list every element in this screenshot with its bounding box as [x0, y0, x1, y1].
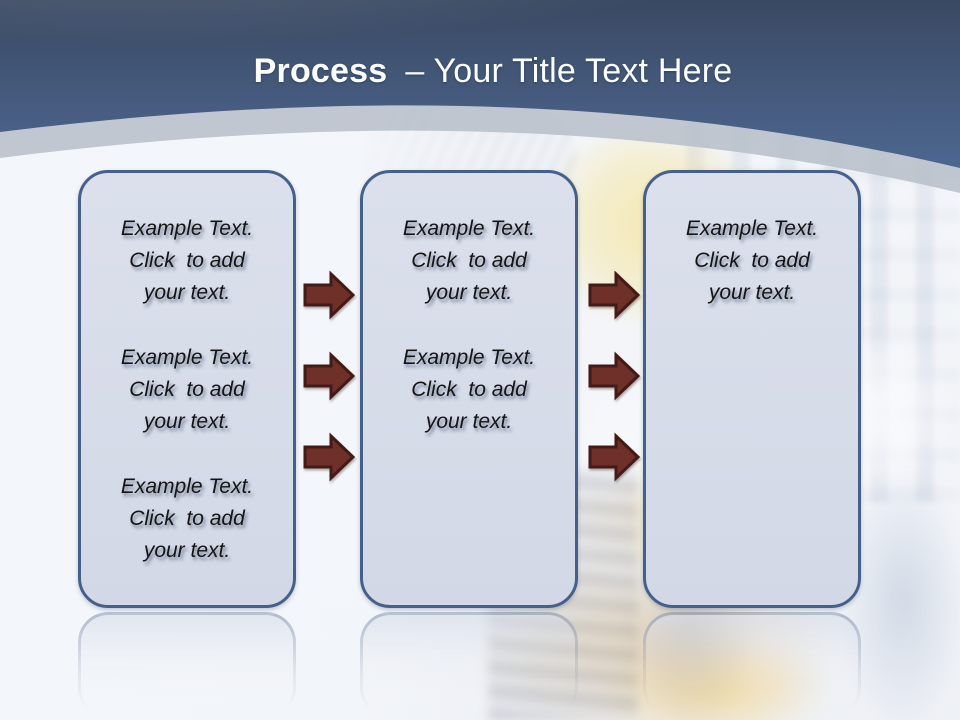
placeholder-text-line: your text. — [143, 539, 231, 562]
arrow-right-icon — [303, 270, 355, 320]
placeholder-text-line: Click to add — [411, 249, 527, 272]
placeholder-paragraph: Example Text. Click to add your text. — [91, 471, 283, 567]
placeholder-text-line: Click to add — [694, 249, 810, 272]
process-box-1[interactable]: Example Text. Click to add your text. Ex… — [78, 170, 296, 608]
placeholder-text-line: your text. — [708, 281, 796, 304]
box-reflection — [643, 612, 861, 718]
placeholder-text-line: Example Text. — [120, 217, 254, 240]
placeholder-paragraph: Example Text. Click to add your text. — [373, 213, 565, 309]
box-reflection — [360, 612, 578, 718]
placeholder-text-line: Example Text. — [402, 217, 536, 240]
slide-title-emphasis: Process — [253, 52, 388, 90]
placeholder-text-line: Example Text. — [402, 346, 536, 369]
arrow-right-icon — [303, 351, 355, 401]
process-box-3[interactable]: Example Text. Click to add your text. — [643, 170, 861, 608]
placeholder-text-line: your text. — [425, 281, 513, 304]
placeholder-paragraph: Example Text. Click to add your text. — [91, 342, 283, 438]
slide-title-text: – Your Title Text Here — [405, 52, 733, 90]
slide-title: Process – Your Title Text Here — [0, 52, 960, 91]
placeholder-text-line: your text. — [143, 281, 231, 304]
placeholder-text-line: Click to add — [129, 378, 245, 401]
process-box-2[interactable]: Example Text. Click to add your text. Ex… — [360, 170, 578, 608]
placeholder-text-line: Example Text. — [685, 217, 819, 240]
header-curve-graphic — [0, 0, 960, 193]
placeholder-text-line: Click to add — [129, 249, 245, 272]
placeholder-text-line: Example Text. — [120, 475, 254, 498]
arrow-right-icon — [588, 351, 640, 401]
arrow-right-icon — [303, 432, 355, 482]
placeholder-paragraph: Example Text. Click to add your text. — [656, 213, 848, 309]
placeholder-text-line: Click to add — [129, 507, 245, 530]
placeholder-paragraph: Example Text. Click to add your text. — [373, 342, 565, 438]
arrow-right-icon — [588, 270, 640, 320]
placeholder-text-line: your text. — [425, 410, 513, 433]
placeholder-text-line: Click to add — [411, 378, 527, 401]
placeholder-paragraph: Example Text. Click to add your text. — [91, 213, 283, 309]
placeholder-text-line: Example Text. — [120, 346, 254, 369]
box-reflection — [78, 612, 296, 718]
arrow-right-icon — [588, 432, 640, 482]
placeholder-text-line: your text. — [143, 410, 231, 433]
header-highlight — [0, 0, 960, 168]
